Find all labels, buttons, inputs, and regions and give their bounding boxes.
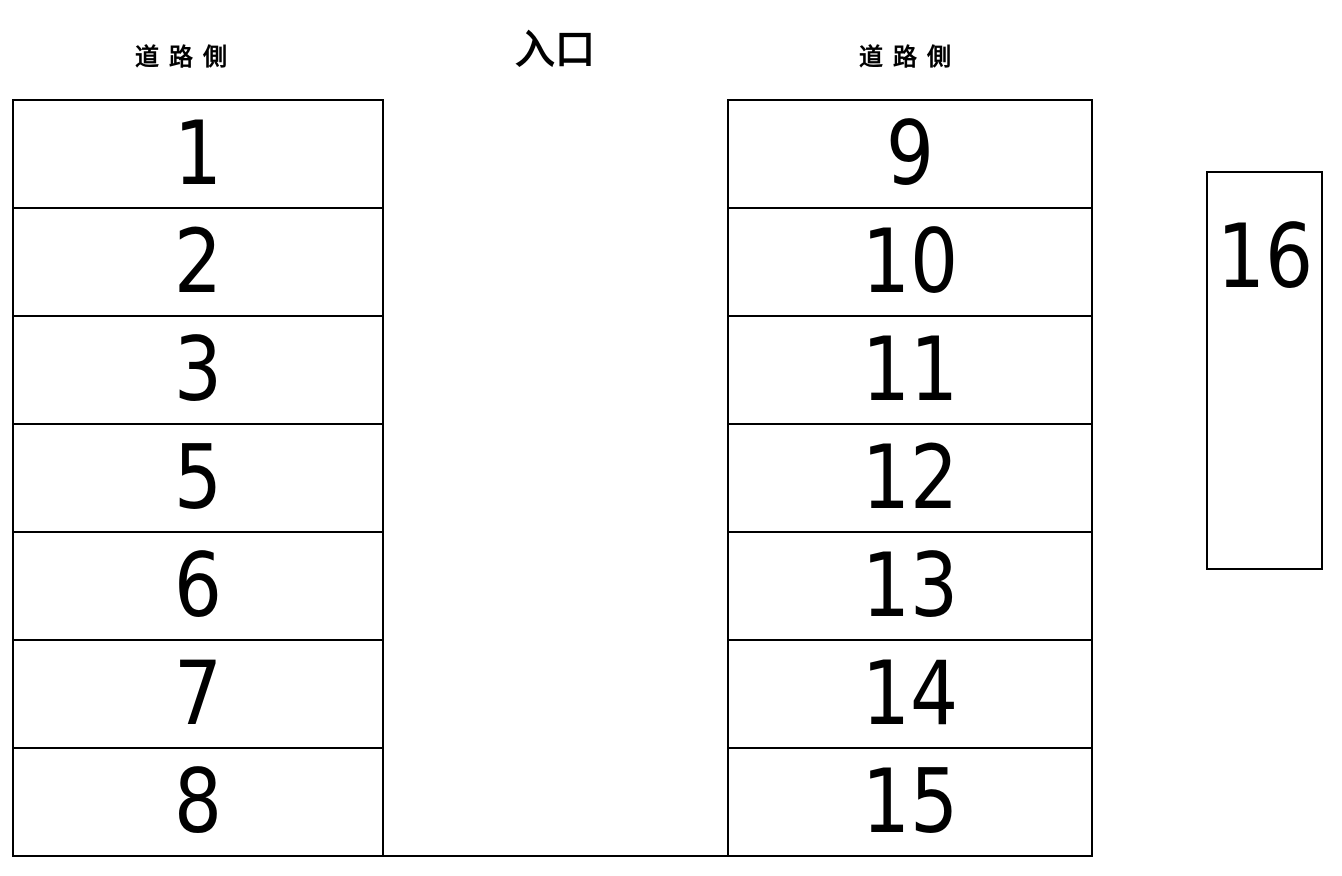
parking-space-number: 5 [173,426,223,529]
parking-space-number: 15 [861,750,959,853]
parking-space-number: 11 [861,318,959,421]
parking-space-8[interactable]: 8 [14,749,382,857]
parking-space-number: 1 [173,102,223,205]
parking-space-14[interactable]: 14 [729,641,1091,749]
parking-space-11[interactable]: 11 [729,317,1091,425]
parking-space-number: 16 [1216,205,1313,308]
parking-space-number: 8 [173,750,223,853]
parking-space-5[interactable]: 5 [14,425,382,533]
parking-space-number: 10 [861,210,959,313]
road-side-label-right: 道路側 [859,43,961,71]
road-side-label-left: 道路側 [135,43,237,71]
parking-space-number: 14 [861,642,959,745]
parking-space-number: 2 [173,210,223,313]
parking-column-right: 9 10 11 12 13 14 15 [727,99,1093,857]
parking-space-1[interactable]: 1 [14,101,382,209]
parking-space-number: 12 [861,426,959,529]
parking-space-7[interactable]: 7 [14,641,382,749]
entrance-bottom-boundary [384,855,727,857]
parking-space-10[interactable]: 10 [729,209,1091,317]
entrance-label: 入口 [515,27,595,73]
parking-space-number: 6 [173,534,223,637]
parking-space-number: 9 [885,102,935,205]
parking-space-2[interactable]: 2 [14,209,382,317]
parking-space-15[interactable]: 15 [729,749,1091,857]
parking-space-9[interactable]: 9 [729,101,1091,209]
parking-space-number: 13 [861,534,959,637]
parking-space-6[interactable]: 6 [14,533,382,641]
parking-column-left: 1 2 3 5 6 7 8 [12,99,384,857]
parking-space-number: 7 [173,642,223,745]
parking-space-16[interactable]: 16 [1206,171,1323,570]
parking-space-12[interactable]: 12 [729,425,1091,533]
parking-space-13[interactable]: 13 [729,533,1091,641]
parking-space-3[interactable]: 3 [14,317,382,425]
parking-space-number: 3 [173,318,223,421]
